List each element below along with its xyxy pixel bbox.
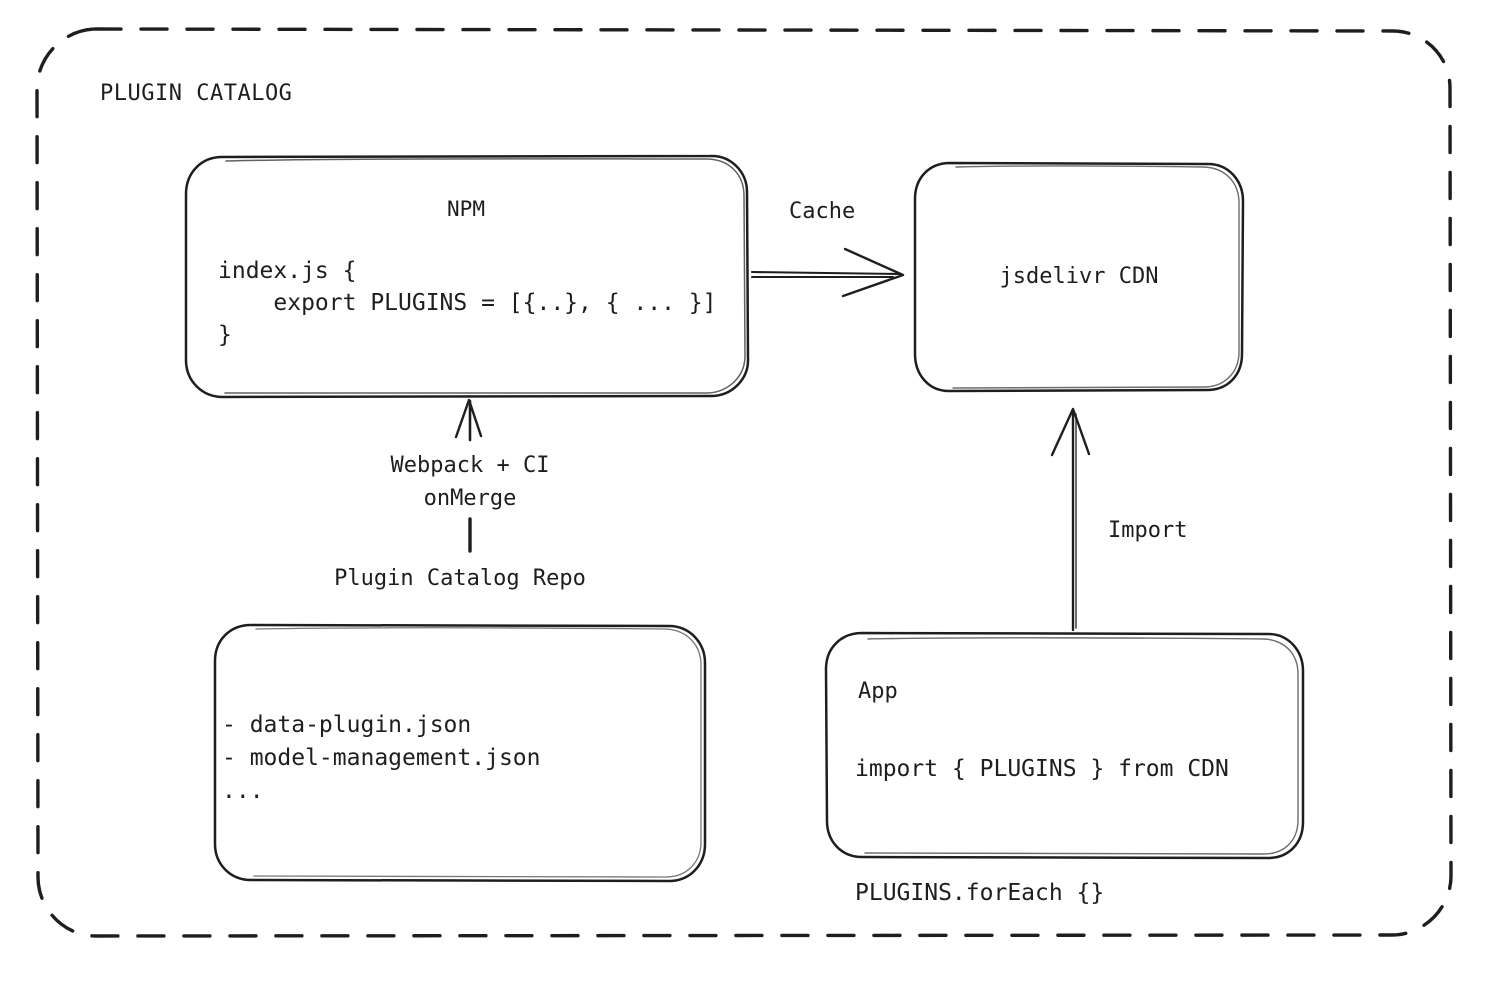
group-title: PLUGIN CATALOG bbox=[100, 81, 293, 106]
npm-node-title: NPM bbox=[447, 197, 485, 221]
npm-node-code: index.js { export PLUGINS = [{..}, { ...… bbox=[218, 258, 717, 348]
import-arrow-head bbox=[1050, 407, 1091, 457]
cache-edge-label: Cache bbox=[789, 199, 856, 224]
cache-arrow-head bbox=[841, 247, 905, 298]
app-node-code: import { PLUGINS } from CDN PLUGINS.forE… bbox=[855, 756, 1229, 906]
app-node-title: App bbox=[858, 679, 898, 704]
repo-node-list: - data-plugin.json - model-management.js… bbox=[222, 712, 541, 804]
webpack-edge-label: Webpack + CI onMerge bbox=[390, 453, 550, 511]
import-edge-label: Import bbox=[1108, 518, 1188, 543]
repo-node-title: Plugin Catalog Repo bbox=[334, 566, 586, 591]
cache-arrow-line-1 bbox=[750, 270, 902, 276]
cdn-node-title: jsdelivr CDN bbox=[999, 264, 1159, 289]
webpack-arrow-head bbox=[454, 398, 483, 439]
